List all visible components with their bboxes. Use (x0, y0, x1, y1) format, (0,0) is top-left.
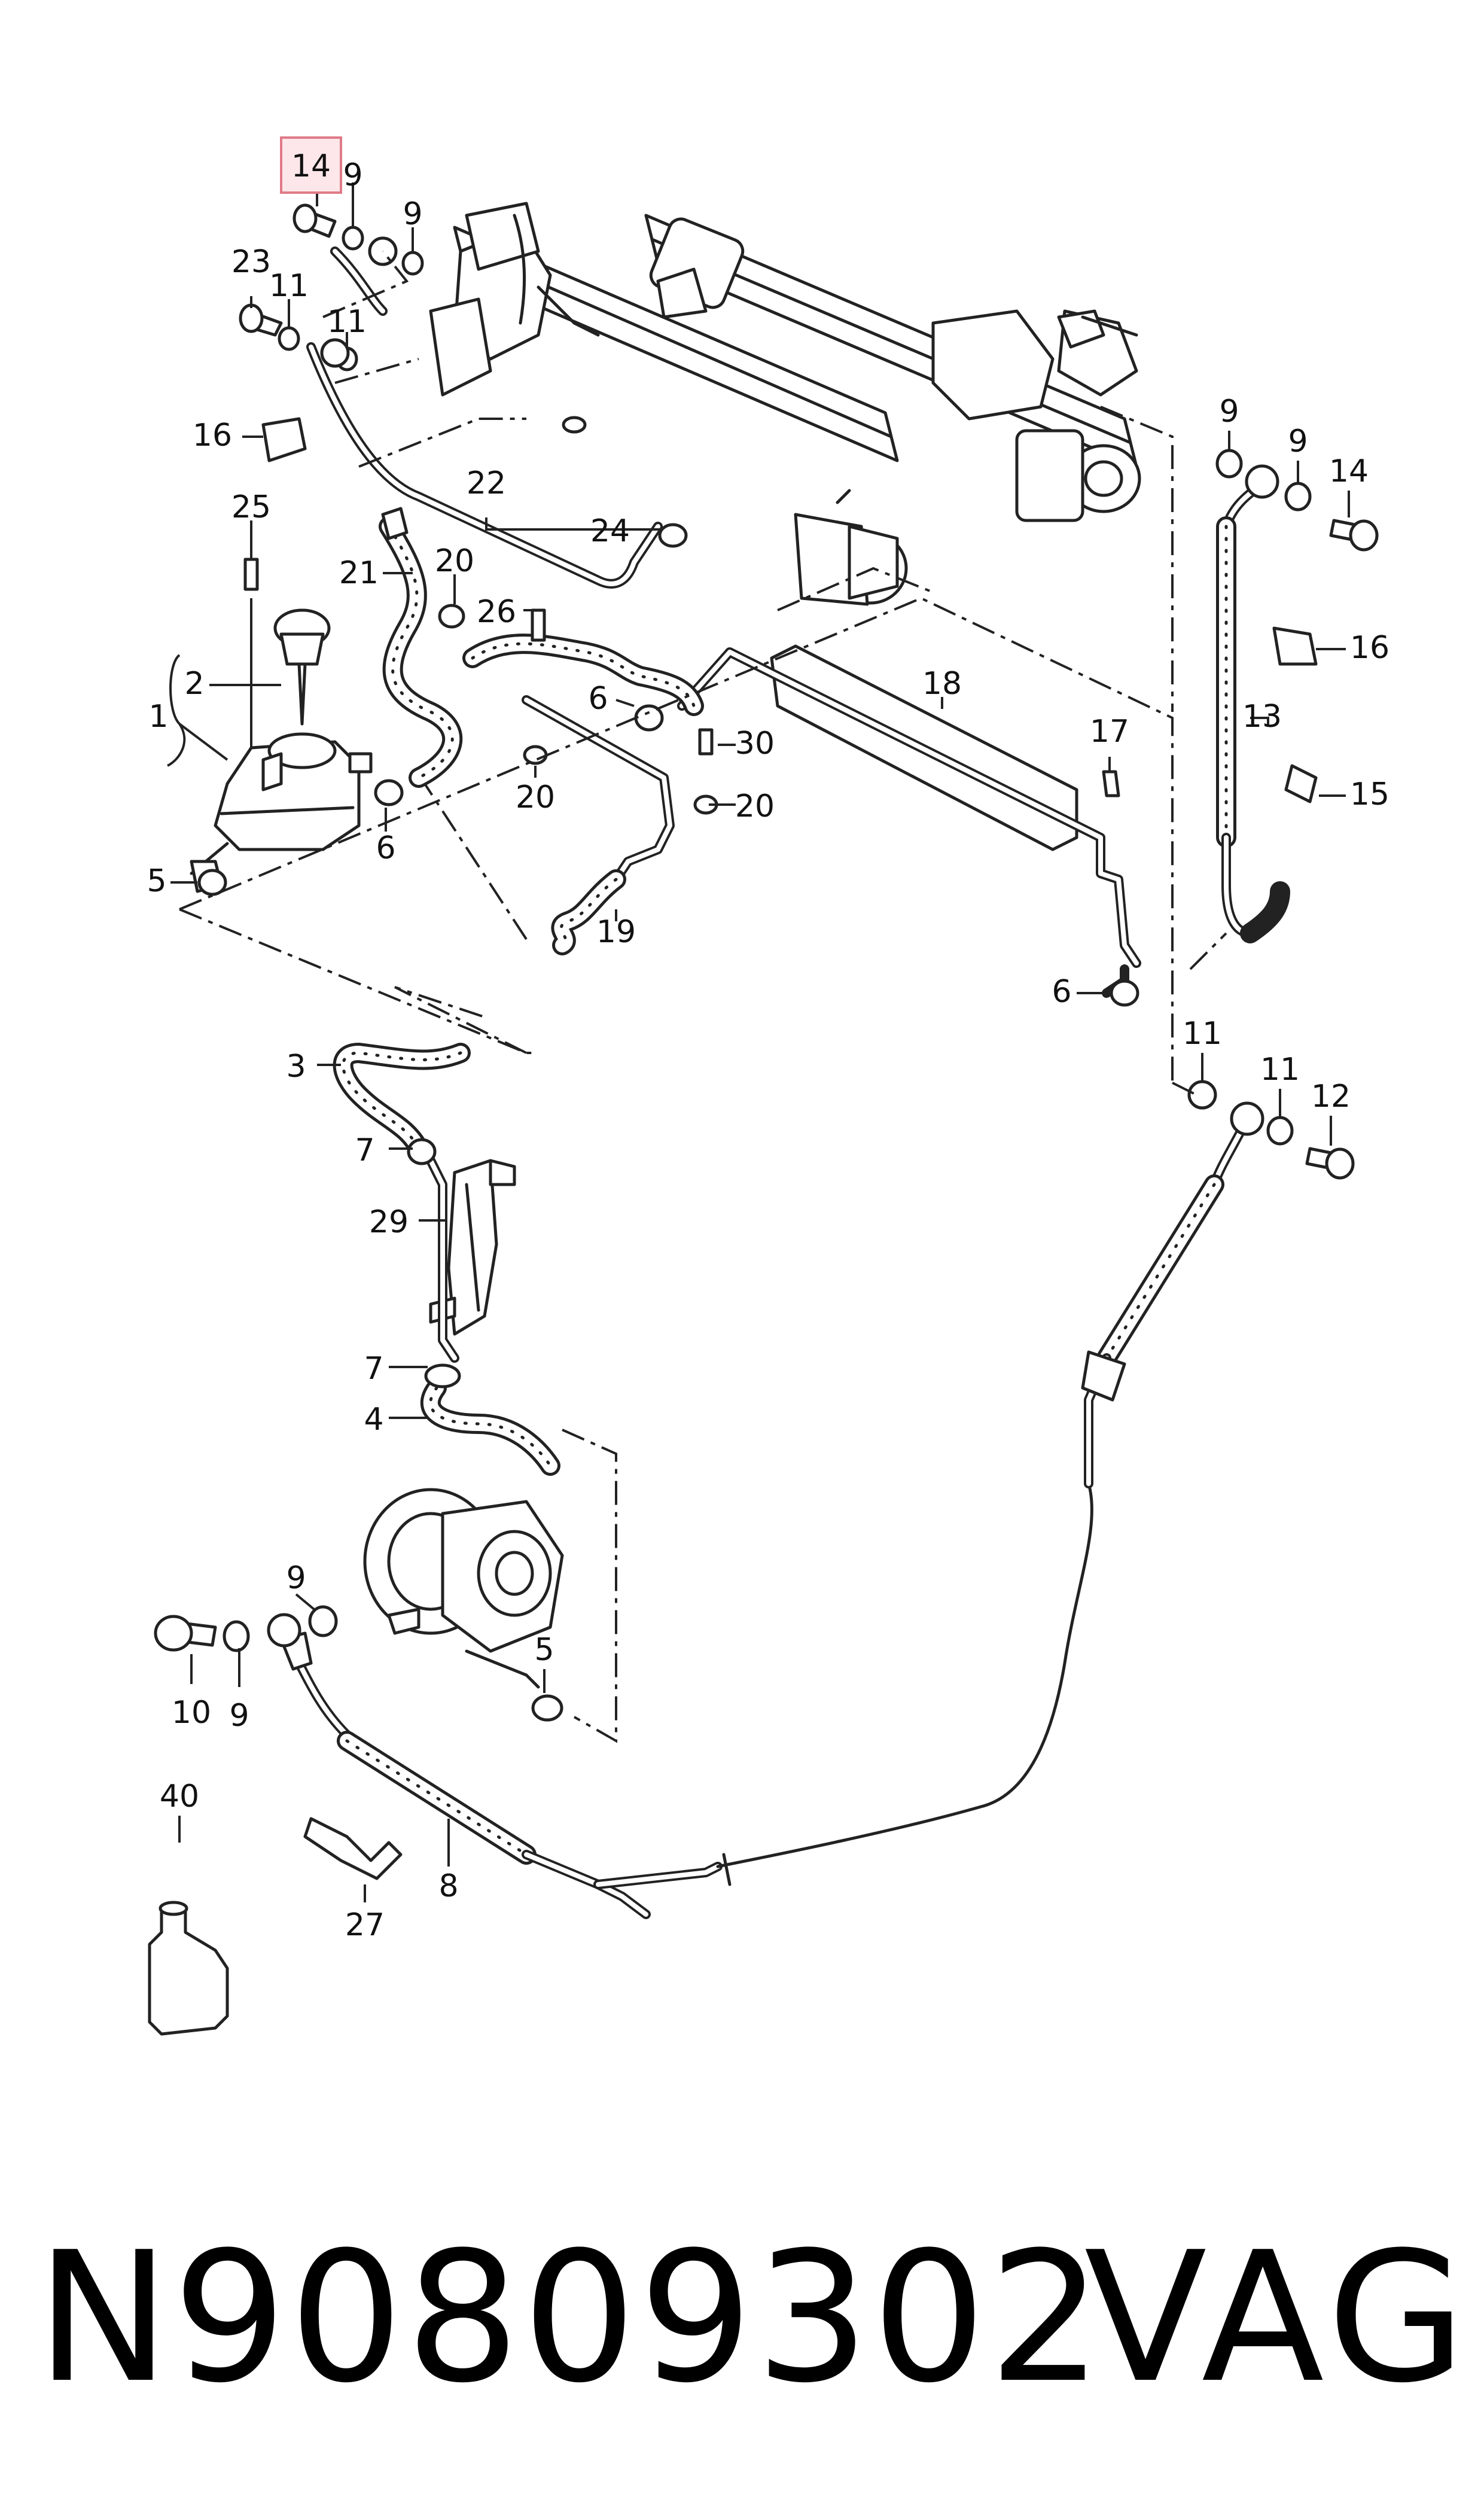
steering-rack (429, 202, 1141, 606)
callout-6: 6 (376, 830, 395, 866)
hardware (148, 203, 1379, 2036)
hose-21 (379, 507, 463, 788)
power-steering-pump (363, 1488, 564, 1689)
callout-3: 3 (286, 1049, 306, 1085)
pipe-22 (306, 246, 663, 589)
callout-2: 2 (184, 666, 204, 702)
callout-5: 5 (534, 1632, 554, 1668)
callout-26: 26 (477, 594, 516, 630)
callout-24: 24 (590, 513, 630, 549)
pressure-hose-8 (279, 1482, 1093, 1919)
callout-9: 9 (1219, 394, 1239, 430)
callout-25: 25 (231, 489, 271, 525)
footer-caption: N90809302 VAG (0, 2219, 1484, 2417)
callout-14: 14 (1329, 453, 1369, 489)
callout-5: 5 (147, 863, 166, 899)
callout-16: 16 (1350, 630, 1389, 666)
callout-labels: 9 9 23 11 11 16 22 24 25 21 20 26 2 1 6 … (147, 157, 1389, 1943)
callout-22: 22 (467, 465, 506, 501)
cooler-bracket-29 (420, 1144, 516, 1363)
callout-7: 7 (355, 1132, 374, 1168)
callout-9: 9 (343, 157, 362, 193)
brand-text: VAG (1084, 2213, 1472, 2422)
callout-4: 4 (364, 1402, 383, 1438)
callout-40: 40 (160, 1779, 199, 1814)
reference-lines (179, 250, 1227, 1743)
pressure-hose-lower-right (1081, 1120, 1249, 1488)
callout-27: 27 (345, 1907, 385, 1943)
callout-18: 18 (922, 666, 962, 702)
hose-3 (333, 1043, 471, 1159)
callout-20: 20 (435, 543, 474, 579)
highlight-box (280, 136, 342, 194)
hose-13 (1216, 480, 1290, 943)
hose-4 (420, 1363, 560, 1476)
callout-1: 1 (148, 699, 168, 735)
callout-9: 9 (403, 196, 422, 232)
hose-19 (462, 634, 704, 955)
callout-13: 13 (1242, 699, 1282, 735)
callout-9: 9 (1288, 424, 1308, 459)
reservoir-cap (273, 608, 331, 726)
callout-21: 21 (339, 555, 379, 591)
callout-30: 30 (735, 726, 775, 762)
callout-12: 12 (1311, 1079, 1351, 1115)
callout-9: 9 (229, 1698, 249, 1734)
callout-16: 16 (193, 418, 232, 453)
callout-8: 8 (438, 1868, 458, 1904)
callout-7: 7 (364, 1351, 383, 1387)
callout-11: 11 (1183, 1016, 1222, 1052)
callout-11: 11 (327, 304, 367, 340)
callout-29: 29 (369, 1204, 409, 1240)
part-number-text: N90809302 (36, 2213, 1105, 2422)
callout-20: 20 (516, 780, 555, 815)
highlight-label: 14 (291, 148, 331, 184)
leader-lines (167, 182, 1350, 1902)
callout-9: 9 (286, 1560, 306, 1596)
callout-6: 6 (588, 681, 608, 717)
callout-15: 15 (1350, 777, 1389, 812)
callout-17: 17 (1090, 714, 1129, 750)
highlighted-callout-14[interactable]: 14 (280, 136, 342, 194)
callout-23: 23 (231, 244, 271, 280)
fluid-reservoir (190, 732, 373, 893)
callout-20: 20 (735, 788, 775, 824)
callout-6: 6 (1052, 974, 1071, 1010)
callout-19: 19 (596, 914, 636, 950)
callout-10: 10 (172, 1695, 211, 1731)
callout-11: 11 (1260, 1052, 1300, 1088)
callout-11: 11 (269, 268, 309, 304)
